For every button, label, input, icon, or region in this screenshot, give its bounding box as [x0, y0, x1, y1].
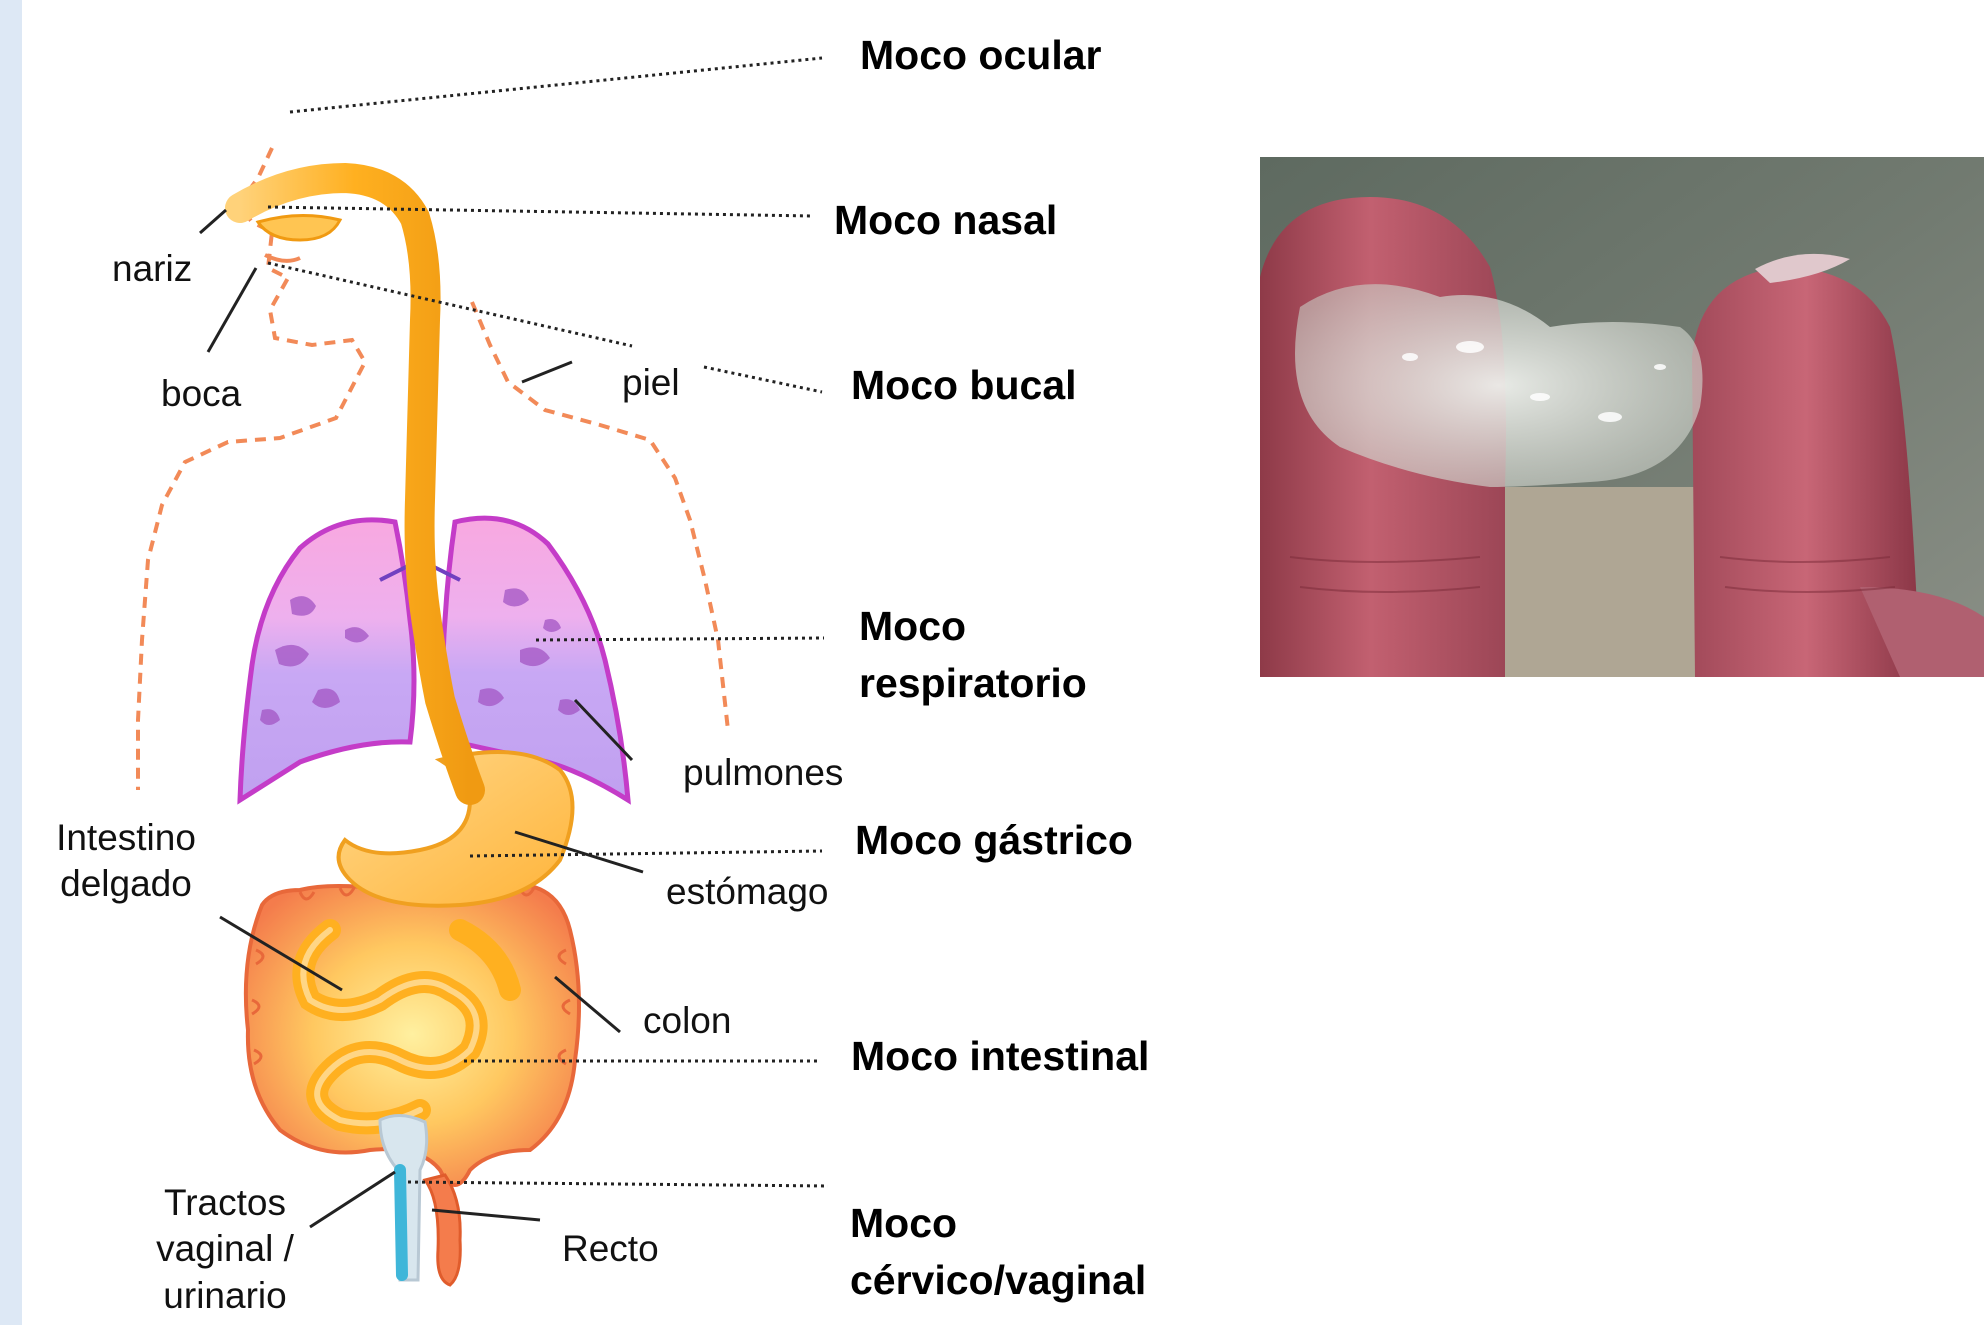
mucus-gastrico-label: Moco gástrico	[855, 812, 1133, 869]
mucus-photo-illustration	[1260, 157, 1984, 677]
mucus-nasal-label: Moco nasal	[834, 192, 1057, 249]
mucus-respiratorio-line1: Moco	[859, 598, 1087, 655]
label-nariz: nariz	[112, 246, 192, 292]
label-intestino-line1: Intestino	[46, 815, 206, 861]
mucus-ocular-label: Moco ocular	[860, 27, 1101, 84]
mucus-respiratorio-label: Moco respiratorio	[859, 598, 1087, 711]
mucus-bucal-label: Moco bucal	[851, 357, 1077, 414]
mucus-respiratorio-line2: respiratorio	[859, 655, 1087, 712]
label-colon: colon	[643, 998, 731, 1044]
label-boca: boca	[161, 371, 241, 417]
label-piel: piel	[622, 360, 680, 406]
mucus-cervico-line1: Moco	[850, 1195, 1146, 1252]
mucus-between-fingers-photo	[1260, 157, 1984, 677]
label-estomago: estómago	[666, 869, 829, 915]
label-tractos-line2: vaginal /	[140, 1226, 310, 1272]
label-intestino-delgado: Intestino delgado	[46, 815, 206, 908]
mucus-cervico-vaginal-label: Moco cérvico/vaginal	[850, 1195, 1146, 1308]
label-intestino-line2: delgado	[46, 861, 206, 907]
mucus-intestinal-label: Moco intestinal	[851, 1028, 1149, 1085]
mucus-cervico-line2: cérvico/vaginal	[850, 1252, 1146, 1309]
label-tractos-line3: urinario	[140, 1273, 310, 1319]
label-recto: Recto	[562, 1226, 659, 1272]
label-pulmones: pulmones	[683, 750, 843, 796]
label-tractos-vaginal-urinario: Tractos vaginal / urinario	[140, 1180, 310, 1319]
label-tractos-line1: Tractos	[140, 1180, 310, 1226]
